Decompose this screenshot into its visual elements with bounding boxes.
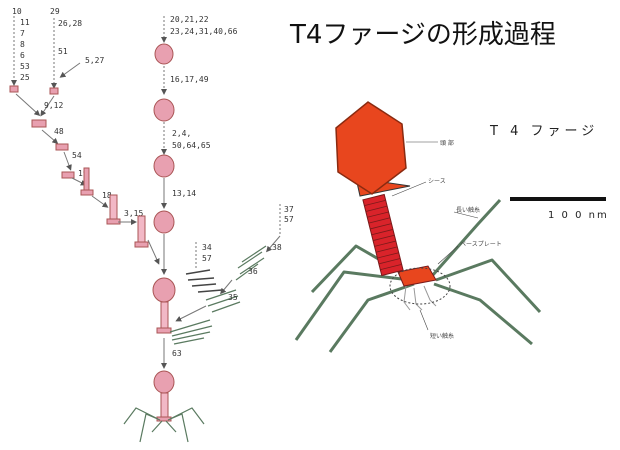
gene-label-37: 37 <box>284 205 294 214</box>
tail-sheath <box>363 194 403 275</box>
gene-label-35: 35 <box>228 293 238 302</box>
gene-label-29: 29 <box>50 7 60 16</box>
short-fiber-label: 短い触糸 <box>430 332 454 340</box>
phage-head <box>336 102 406 194</box>
gene-label-11: 11 <box>20 18 30 27</box>
gene-label-54: 54 <box>72 151 82 160</box>
t4-phage-illustration: T 4 ファージ 頭 部 シース 長い触糸 ベースプレート 短い触糸 1 0 0… <box>296 102 609 352</box>
gene-label-head-4: 2,4, <box>172 129 191 138</box>
gene-label-head-6: 13,14 <box>172 189 196 198</box>
baseplate-pathway: 10 11 7 8 6 53 25 29 26,28 51 5,27 9,12 … <box>10 7 158 262</box>
gene-label-34: 34 <box>202 243 212 252</box>
gene-label-25: 25 <box>20 73 30 82</box>
gene-label-51: 51 <box>58 47 68 56</box>
gene-label-57a: 57 <box>284 215 294 224</box>
short-fibers <box>404 286 436 310</box>
scale-bar <box>510 197 606 201</box>
gene-label-head-3: 16,17,49 <box>170 75 209 84</box>
gene-label-7: 7 <box>20 29 25 38</box>
gene-label-8: 8 <box>20 40 25 49</box>
scale-label: 1 0 0 nm <box>548 210 609 221</box>
baseplate-label: ベースプレート <box>460 241 502 248</box>
sheath-label: シース <box>428 178 446 185</box>
gene-label-5-27: 5,27 <box>85 56 104 65</box>
gene-label-head-1: 20,21,22 <box>170 15 209 24</box>
head-label: 頭 部 <box>440 139 454 147</box>
gene-label-9-12: 9,12 <box>44 101 63 110</box>
completed-phage-head <box>154 371 174 393</box>
gene-label-57b: 57 <box>202 254 212 263</box>
long-fiber-label: 長い触糸 <box>456 206 480 214</box>
fiber-pathway: 37 57 38 36 34 57 <box>124 204 294 442</box>
gene-label-53: 53 <box>20 62 30 71</box>
gene-label-head-5: 50,64,65 <box>172 141 211 150</box>
gene-label-36: 36 <box>248 267 258 276</box>
gene-label-head-2: 23,24,31,40,66 <box>170 27 238 36</box>
phage-name-label: T 4 ファージ <box>489 124 598 139</box>
gene-label-48: 48 <box>54 127 64 136</box>
gene-label-26-28: 26,28 <box>58 19 82 28</box>
gene-label-38: 38 <box>272 243 282 252</box>
gene-label-63: 63 <box>172 349 182 358</box>
gene-label-10: 10 <box>12 7 22 16</box>
gene-label-6: 6 <box>20 51 25 60</box>
